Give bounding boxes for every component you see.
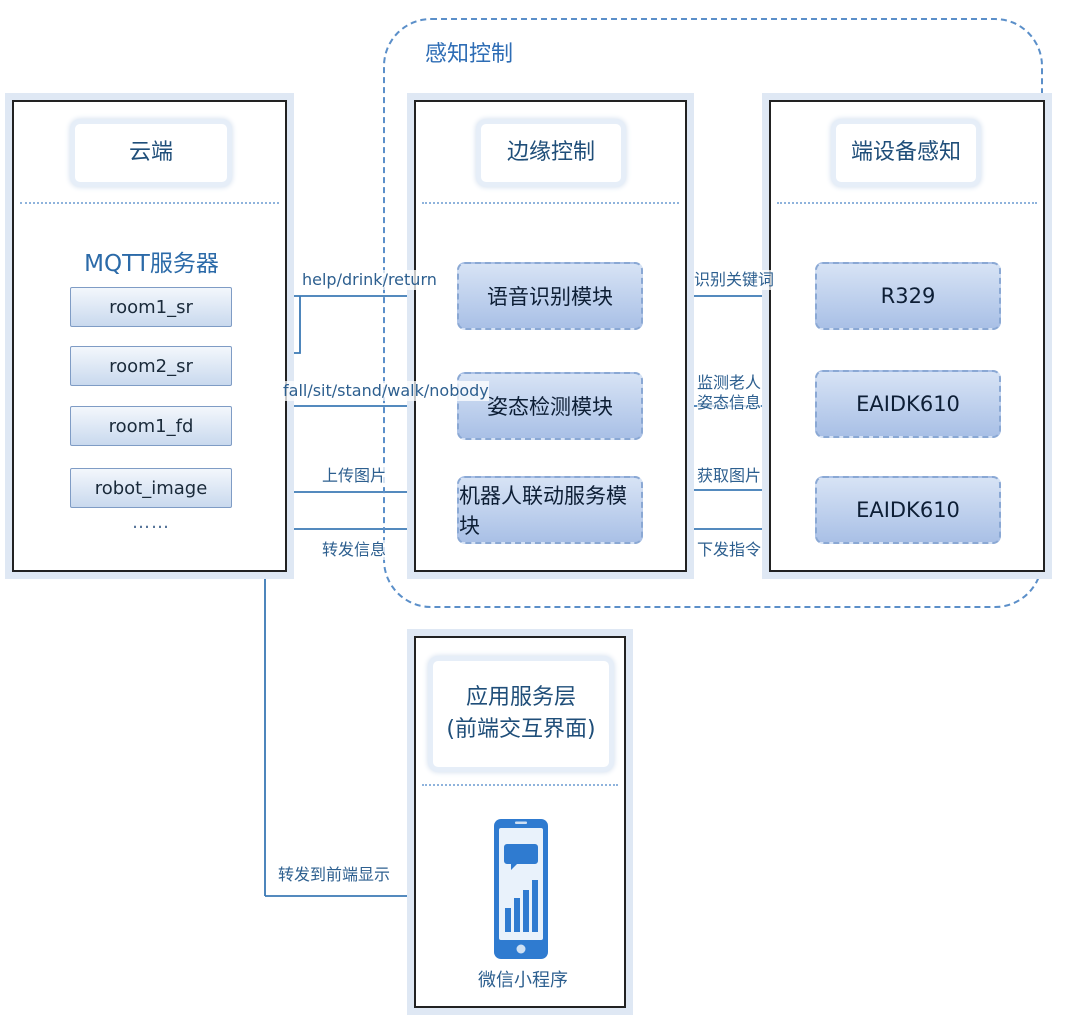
label-forward-info: 转发信息 — [322, 540, 387, 560]
cloud-title: 云端 — [128, 140, 173, 166]
topic-room1-fd: room1_fd — [70, 406, 232, 446]
wechat-miniprogram-label: 微信小程序 — [478, 970, 568, 991]
device-divider — [777, 202, 1037, 204]
label-monitor-line2: 姿态信息 — [697, 393, 762, 412]
app-title-line2: (前端交互界面) — [446, 717, 596, 742]
topic-room2-sr: room2_sr — [70, 346, 232, 386]
topic-robot-image: robot_image — [70, 468, 232, 508]
label-speech-topics: help/drink/return — [302, 270, 437, 290]
smartphone-chart-icon — [493, 818, 549, 960]
device-header: 端设备感知 — [831, 119, 981, 187]
cloud-divider — [20, 202, 279, 204]
mqtt-server-title: MQTT服务器 — [84, 251, 219, 277]
label-pose-states: fall/sit/stand/walk/nobody — [283, 381, 489, 401]
label-forward-to-frontend: 转发到前端显示 — [278, 865, 391, 885]
device-r329: R329 — [815, 262, 1001, 330]
speech-recognition-module: 语音识别模块 — [457, 262, 643, 330]
perception-control-label: 感知控制 — [425, 42, 514, 67]
edge-header: 边缘控制 — [476, 119, 626, 187]
app-title-line1: 应用服务层 — [465, 685, 576, 711]
device-eaidk610-pose: EAIDK610 — [815, 370, 1001, 438]
edge-title: 边缘控制 — [506, 140, 595, 166]
app-divider — [422, 784, 618, 786]
device-eaidk610-robot: EAIDK610 — [815, 476, 1001, 544]
label-send-command: 下发指令 — [697, 540, 762, 560]
topic-room1-sr: room1_sr — [70, 287, 232, 327]
app-header: 应用服务层 (前端交互界面) — [428, 656, 614, 772]
label-get-image: 获取图片 — [697, 466, 762, 486]
edge-divider — [422, 202, 679, 204]
device-title: 端设备感知 — [850, 140, 961, 166]
label-upload-image: 上传图片 — [322, 466, 387, 486]
cloud-header: 云端 — [70, 119, 232, 187]
robot-linkage-module: 机器人联动服务模块 — [457, 476, 643, 544]
label-monitor-line1: 监测老人 — [697, 373, 762, 392]
label-monitor-elderly: 监测老人 姿态信息 — [697, 373, 762, 413]
cloud-panel: 云端 MQTT服务器 room1_sr room2_sr room1_fd ro… — [12, 100, 287, 572]
topic-more: …… — [132, 512, 170, 533]
label-recognize-keywords: 识别关键词 — [694, 270, 775, 290]
